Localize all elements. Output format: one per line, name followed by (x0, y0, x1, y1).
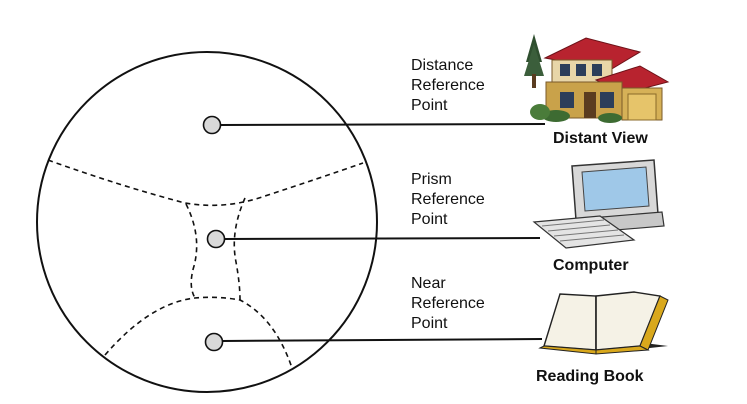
distance-label-line-3: Point (411, 97, 448, 114)
prism-leader-line (223, 237, 541, 240)
lens-outline (36, 51, 378, 393)
distance-label-line-2: Reference (411, 77, 485, 94)
near-label-line-3: Point (411, 315, 448, 332)
prism-label-line-1: Prism (411, 171, 452, 188)
distant-view-caption: Distant View (553, 130, 648, 147)
near-label-line-1: Near (411, 275, 446, 292)
near-reference-dot (204, 332, 224, 352)
prism-reference-dot (206, 229, 226, 249)
distance-zone-boundary (47, 159, 364, 207)
prism-reference-label: Prism Reference Point (411, 170, 485, 230)
book-icon (538, 291, 669, 355)
prism-label-line-2: Reference (411, 191, 485, 208)
near-reference-label: Near Reference Point (411, 274, 485, 334)
corridor-right-edge (233, 197, 246, 301)
computer-caption: Computer (553, 257, 629, 274)
near-zone-boundary (104, 296, 293, 369)
reading-book-caption: Reading Book (536, 368, 644, 385)
distance-label-line-1: Distance (411, 57, 474, 74)
prism-label-line-3: Point (411, 211, 448, 228)
distance-reference-label: Distance Reference Point (411, 56, 485, 116)
house-icon (524, 34, 670, 123)
corridor-left-edge (185, 203, 198, 299)
computer-icon (532, 159, 665, 249)
near-label-line-2: Reference (411, 295, 485, 312)
distance-leader-line (219, 123, 546, 126)
distance-reference-dot (202, 115, 222, 135)
near-leader-line (221, 338, 543, 342)
